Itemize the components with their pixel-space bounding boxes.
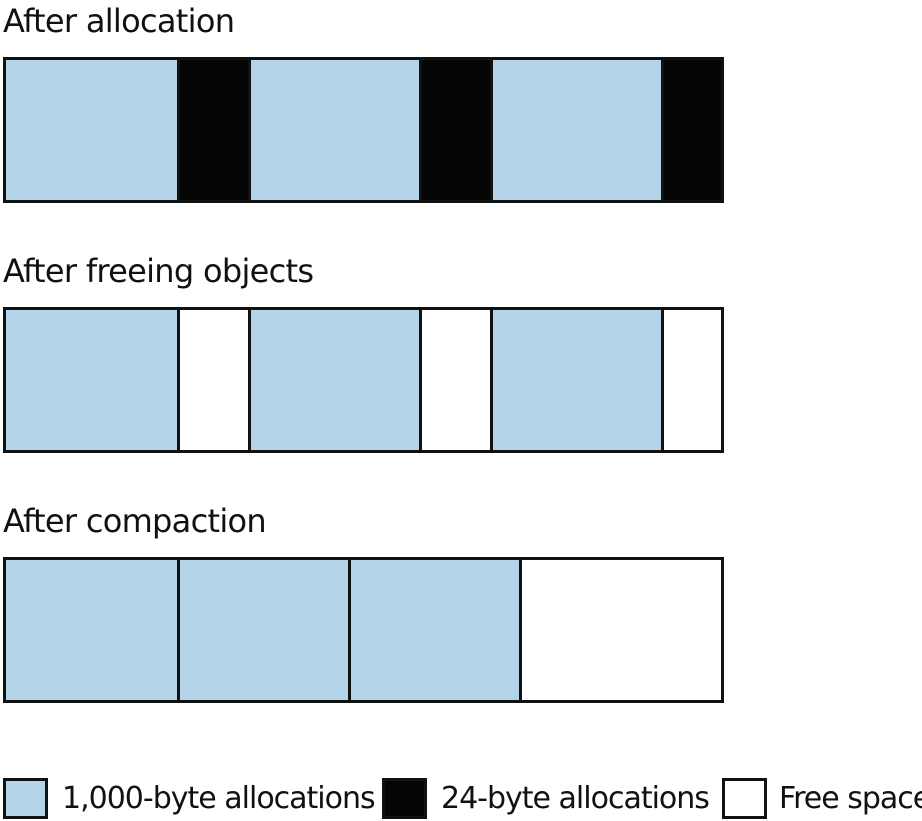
allocation-1000-block	[248, 60, 419, 200]
legend-swatch-24-byte	[382, 778, 427, 819]
after-compaction-bar	[3, 557, 724, 703]
legend-label-free-space: Free space	[779, 780, 922, 816]
allocation-1000-block	[177, 560, 348, 700]
allocation-24-block	[177, 60, 248, 200]
after-freeing-bar	[3, 307, 724, 453]
after-allocation-title: After allocation	[3, 2, 235, 40]
legend-item-1000-byte: 1,000-byte allocations	[3, 776, 376, 821]
allocation-1000-block	[490, 310, 661, 450]
allocation-1000-block	[6, 60, 177, 200]
after-compaction-title: After compaction	[3, 502, 267, 540]
allocation-1000-block	[248, 310, 419, 450]
legend-item-free-space: Free space	[722, 776, 922, 821]
allocation-24-block	[661, 60, 721, 200]
legend-item-24-byte: 24-byte allocations	[382, 776, 710, 821]
free-space-block	[519, 560, 721, 700]
allocation-1000-block	[348, 560, 519, 700]
allocation-24-block	[419, 60, 490, 200]
allocation-1000-block	[6, 310, 177, 450]
after-freeing-title: After freeing objects	[3, 252, 314, 290]
allocation-1000-block	[490, 60, 661, 200]
legend-label-1000-byte: 1,000-byte allocations	[62, 780, 376, 816]
free-space-block	[419, 310, 490, 450]
legend-swatch-1000-byte	[3, 778, 48, 819]
free-space-block	[177, 310, 248, 450]
legend: 1,000-byte allocations 24-byte allocatio…	[0, 776, 922, 821]
legend-label-24-byte: 24-byte allocations	[441, 780, 710, 816]
allocation-1000-block	[6, 560, 177, 700]
legend-swatch-free-space	[722, 778, 767, 819]
after-allocation-bar	[3, 57, 724, 203]
free-space-block	[661, 310, 721, 450]
